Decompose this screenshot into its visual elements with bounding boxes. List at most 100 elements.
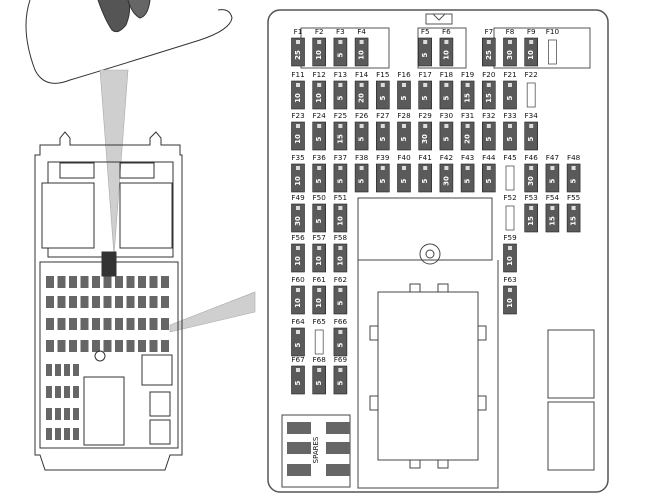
fuse-label: F27 xyxy=(376,111,389,120)
fuse-label: F8 xyxy=(506,27,515,36)
fuse-terminal xyxy=(508,124,512,128)
mini-fuse xyxy=(69,318,77,330)
fuse-body xyxy=(375,121,390,151)
fuse-terminal xyxy=(296,368,300,372)
fuse-f10: F10 xyxy=(546,27,559,65)
fuse-rating: 5 xyxy=(442,136,450,141)
fuse-terminal xyxy=(317,368,322,372)
mini-fuse xyxy=(161,296,169,308)
fuse-body xyxy=(312,37,327,67)
fuse-body xyxy=(418,121,433,151)
fuse-rating: 5 xyxy=(294,380,302,385)
fuse-rating: 5 xyxy=(336,300,344,305)
mini-fuse xyxy=(115,296,123,308)
fuse-terminal xyxy=(359,40,364,44)
fuse-label: F44 xyxy=(482,153,496,162)
fuse-rating: 5 xyxy=(315,218,323,223)
fuse-label: F23 xyxy=(291,111,304,120)
fuse-label: F33 xyxy=(503,111,516,120)
fuse-rating: 10 xyxy=(315,298,323,308)
fuse-body xyxy=(291,327,305,357)
fuse-terminal xyxy=(338,40,343,44)
fuse-label: F48 xyxy=(567,153,581,162)
fuse-terminal xyxy=(486,83,491,87)
fuse-body xyxy=(333,163,348,193)
fuse-rating: 5 xyxy=(400,136,408,141)
fuse-terminal xyxy=(486,166,491,170)
fuse-body xyxy=(333,203,348,233)
fuse-terminal xyxy=(317,206,322,210)
fuse-terminal xyxy=(359,166,364,170)
fuse-rating: 30 xyxy=(442,176,450,186)
fuse-label: F63 xyxy=(503,275,516,284)
fuse-terminal xyxy=(296,330,300,334)
mini-fuse xyxy=(55,408,61,420)
fuse-label: F68 xyxy=(313,355,327,364)
fuse-label: F47 xyxy=(546,153,559,162)
fuse-terminal xyxy=(296,246,300,250)
fuse-body xyxy=(333,243,348,273)
fuse-body xyxy=(503,285,517,315)
fuse-rating: 10 xyxy=(442,50,450,60)
fuse-label: F66 xyxy=(334,317,348,326)
spare-fuses xyxy=(287,422,350,476)
fuse-rating: 30 xyxy=(294,216,302,226)
mini-fuse xyxy=(73,408,79,420)
fuse-rating: 5 xyxy=(315,380,323,385)
fuse-terminal xyxy=(508,288,512,292)
fuse-terminal xyxy=(571,166,576,170)
fuse-rating: 5 xyxy=(379,178,387,183)
fuse-body xyxy=(333,285,348,315)
fuse-rating: 5 xyxy=(379,136,387,141)
fuse-label: F69 xyxy=(334,355,348,364)
fuse-label: F41 xyxy=(419,153,432,162)
mini-fuse xyxy=(46,276,54,288)
fuse-label: F54 xyxy=(546,193,560,202)
fuse-body xyxy=(354,37,369,67)
fuse-label: F21 xyxy=(503,70,516,79)
fuse-terminal xyxy=(550,206,555,210)
fuse-label: F65 xyxy=(313,317,326,326)
fuse-terminal xyxy=(508,246,512,250)
fuse-f33: F33 5 xyxy=(503,111,517,151)
fuse-terminal xyxy=(338,368,343,372)
empty-fuse-slot xyxy=(505,205,515,231)
fuse-body xyxy=(375,163,390,193)
fuse-terminal xyxy=(444,40,449,44)
fuse-terminal xyxy=(317,166,322,170)
mini-fuse xyxy=(161,340,169,352)
fuse-rating: 10 xyxy=(294,93,302,103)
fuse-rating: 15 xyxy=(548,216,556,226)
fuse-terminal xyxy=(508,40,512,44)
fuse-label: F5 xyxy=(421,27,430,36)
mini-fuse xyxy=(80,318,89,330)
empty-fuse-slot xyxy=(505,165,515,191)
fuse-body xyxy=(439,121,454,151)
mini-fuse xyxy=(55,428,61,440)
mini-fuse xyxy=(103,296,112,308)
mini-fuse xyxy=(46,364,52,376)
fuse-body xyxy=(312,365,327,395)
mini-fuse xyxy=(138,296,146,308)
fuse-label: F42 xyxy=(440,153,453,162)
fuse-rating: 5 xyxy=(506,136,514,141)
fuse-label: F59 xyxy=(503,233,517,242)
fuse-rating: 5 xyxy=(570,178,578,183)
fuse-body xyxy=(481,80,496,110)
fuse-label: F58 xyxy=(334,233,348,242)
mini-fuse xyxy=(149,340,158,352)
mini-fuse xyxy=(115,340,123,352)
fuse-body xyxy=(354,80,369,110)
fuse-terminal xyxy=(296,124,300,128)
